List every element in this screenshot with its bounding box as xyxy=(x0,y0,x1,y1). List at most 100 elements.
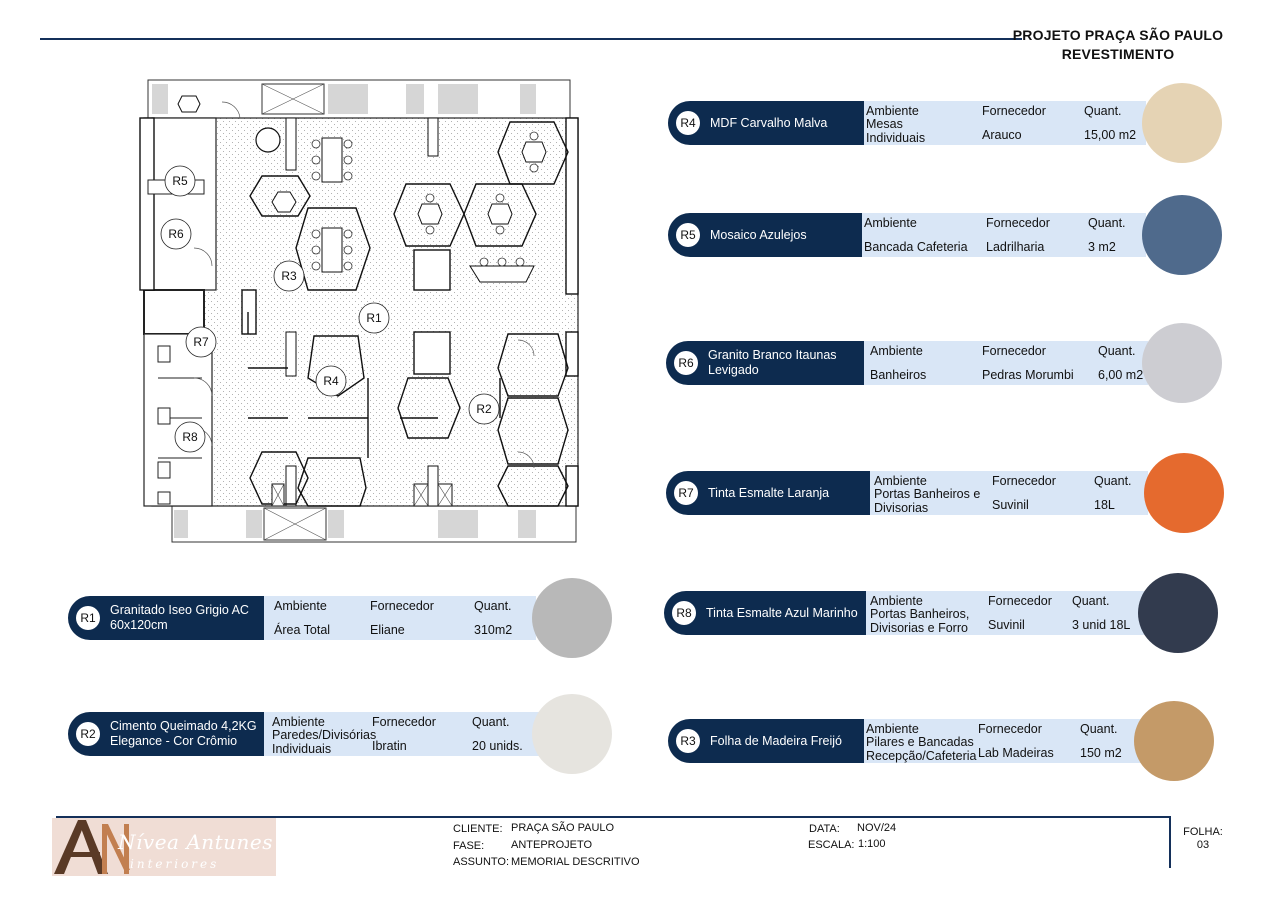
fornecedor-value: Lab Madeiras xyxy=(978,746,1054,760)
ambiente-value: Portas Banheiros,Divisorias e Forro xyxy=(870,607,970,635)
data-value: NOV/24 xyxy=(857,822,897,834)
plan-label-r3: R3 xyxy=(281,269,297,283)
quant-header: Quant. xyxy=(1088,216,1126,230)
material-swatch xyxy=(1142,323,1222,403)
fornecedor-header: Fornecedor xyxy=(372,715,436,729)
fase-label: FASE: xyxy=(453,840,485,852)
material-title-bar: R5 Mosaico Azulejos xyxy=(668,213,862,257)
ambiente-value: Bancada Cafeteria xyxy=(864,240,968,254)
folha-label: FOLHA: xyxy=(1183,826,1223,838)
folha-block: FOLHA: 03 xyxy=(1180,826,1226,852)
material-swatch xyxy=(1138,573,1218,653)
floor-plan-drawing: R1 R2 R3 R4 R5 R6 R7 R8 xyxy=(139,79,579,543)
quant-header: Quant. xyxy=(1094,474,1132,488)
material-code-badge: R7 xyxy=(674,481,698,505)
floor-plan: R1 R2 R3 R4 R5 R6 R7 R8 xyxy=(138,78,582,546)
plan-marker-r5-circle xyxy=(164,165,196,197)
fornecedor-header: Fornecedor xyxy=(992,474,1056,488)
logo-monogram-icon xyxy=(54,820,130,874)
ambiente-header: Ambiente xyxy=(864,216,917,230)
cliente-label: CLIENTE: xyxy=(453,823,503,835)
fornecedor-header: Fornecedor xyxy=(370,599,434,613)
plan-label-r4: R4 xyxy=(323,374,339,388)
material-code-badge: R2 xyxy=(76,722,100,746)
material-swatch xyxy=(1142,195,1222,275)
material-code-badge: R5 xyxy=(676,223,700,247)
material-name: Mosaico Azulejos xyxy=(710,227,807,242)
project-title-line1: PROJETO PRAÇA SÃO PAULO xyxy=(1012,27,1224,43)
material-info-table: Ambiente Fornecedor Quant. Bancada Cafeteri… xyxy=(862,213,1146,257)
data-label: DATA: xyxy=(809,823,840,835)
material-code-badge: R4 xyxy=(676,111,700,135)
quant-header: Quant. xyxy=(1080,722,1118,736)
material-swatch xyxy=(532,578,612,658)
material-title-bar: R7 Tinta Esmalte Laranja xyxy=(666,471,870,515)
folha-value: 03 xyxy=(1196,839,1210,851)
quant-header: Quant. xyxy=(1072,594,1110,608)
project-title: PROJETO PRAÇA SÃO PAULO REVESTIMENTO xyxy=(988,26,1248,64)
plan-label-r5: R5 xyxy=(172,174,188,188)
footer-divider xyxy=(1169,816,1171,868)
material-title-bar: R3 Folha de Madeira Freijó xyxy=(668,719,864,763)
material-swatch xyxy=(1134,701,1214,781)
plan-marker-r3-circle xyxy=(273,260,305,292)
quant-header: Quant. xyxy=(472,715,510,729)
footer-rule xyxy=(56,816,1170,818)
fornecedor-value: Eliane xyxy=(370,623,405,637)
quant-value: 3 m2 xyxy=(1088,240,1116,254)
fase-value: ANTEPROJETO xyxy=(511,839,593,851)
ambiente-header: Ambiente xyxy=(870,594,923,608)
quant-value: 310m2 xyxy=(474,623,513,637)
plan-marker-r4-circle xyxy=(315,365,347,397)
logo-subtitle: interiores xyxy=(130,857,220,871)
fornecedor-header: Fornecedor xyxy=(986,216,1050,230)
quant-value: 15,00 m2 xyxy=(1084,128,1137,142)
plan-marker-r2-circle xyxy=(468,393,500,425)
quant-value: 18L xyxy=(1094,498,1115,512)
top-rule xyxy=(40,38,1022,40)
material-swatch xyxy=(1144,453,1224,533)
fornecedor-value: Ladrilharia xyxy=(986,240,1045,254)
plan-label-r2: R2 xyxy=(476,402,492,416)
quant-value: 6,00 m2 xyxy=(1098,368,1144,382)
fornecedor-value: Suvinil xyxy=(988,618,1025,632)
plan-label-r7: R7 xyxy=(193,335,209,349)
fornecedor-header: Fornecedor xyxy=(978,722,1042,736)
quant-value: 150 m2 xyxy=(1080,746,1122,760)
ambiente-header: Ambiente xyxy=(866,104,919,118)
company-logo: Nívea Antunes interiores xyxy=(52,818,276,876)
fornecedor-header: Fornecedor xyxy=(988,594,1052,608)
material-name: Tinta Esmalte Laranja xyxy=(708,485,830,500)
material-code-badge: R3 xyxy=(676,729,700,753)
ambiente-value: Área Total xyxy=(274,623,331,637)
fornecedor-value: Arauco xyxy=(982,128,1022,142)
quant-header: Quant. xyxy=(474,599,512,613)
ambiente-header: Ambiente xyxy=(874,474,927,488)
ambiente-header: Ambiente xyxy=(272,715,325,729)
quant-value: 20 unids. xyxy=(472,739,523,753)
assunto-label: ASSUNTO: xyxy=(453,856,510,868)
material-info-table: Ambiente Fornecedor Quant. Portas Banheiros… xyxy=(866,591,1144,635)
plan-marker-r7-circle xyxy=(185,326,217,358)
ambiente-header: Ambiente xyxy=(870,344,923,358)
logo-name: Nívea Antunes xyxy=(118,830,274,854)
fornecedor-value: Suvinil xyxy=(992,498,1029,512)
material-info-table: Ambiente Fornecedor Quant. Paredes/Divisóri… xyxy=(264,712,542,756)
material-name: Folha de Madeira Freijó xyxy=(710,733,843,748)
assunto-value: MEMORIAL DESCRITIVO xyxy=(511,856,640,868)
